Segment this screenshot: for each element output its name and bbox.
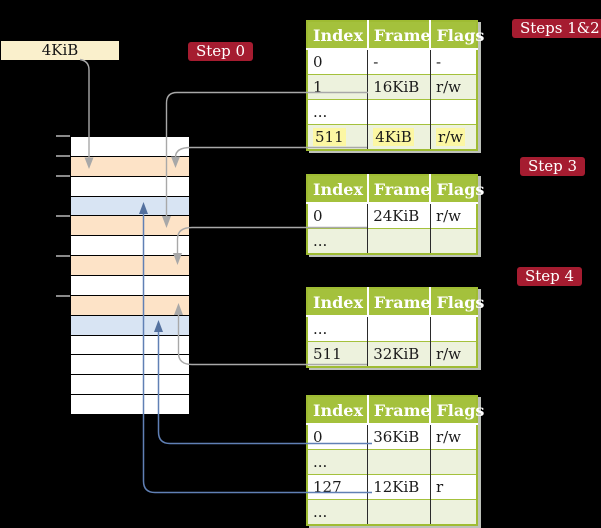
memory-row [71,156,189,177]
col-header-frame: Frame [366,396,431,425]
page-table-steps-1-2: Index Frame Flags 0 - - 1 16KiB r/w ... … [306,20,484,151]
table-row: ... [307,315,477,342]
table-row: ... [307,99,477,125]
table-header-row: Index Frame Flags [307,288,484,317]
table-header-row: Index Frame Flags [307,21,484,50]
highlighted-value: 511 [313,128,346,146]
table-header-row: Index Frame Flags [307,175,484,204]
memory-row [71,355,189,376]
page-table-final: Index Frame Flags 0 36KiB r/w ... 127 12… [306,395,484,526]
memory-row [71,196,189,217]
memory-row [71,256,189,277]
col-header-frame: Frame [366,175,431,204]
memory-tick [56,155,70,157]
badge-steps-1-2: Steps 1&2 [512,19,601,38]
table-row: ... [307,449,477,475]
badge-step-3: Step 3 [520,157,586,176]
col-header-flags: Flags [429,175,484,204]
4kib-box-label: 4KiB [41,41,79,59]
table-row: 0 24KiB r/w [307,202,477,229]
memory-tick [56,255,70,257]
table-row-highlighted: 511 4KiB r/w [307,124,477,150]
col-header-flags: Flags [429,396,484,425]
memory-row [71,375,189,396]
table-row: 1 16KiB r/w [307,74,477,100]
physical-memory-column [70,136,190,415]
memory-row [71,315,189,336]
memory-row [71,176,189,197]
highlighted-value: r/w [435,128,466,146]
col-header-index: Index [307,21,368,50]
4kib-box: 4KiB [1,41,119,60]
col-header-index: Index [307,396,368,425]
col-header-frame: Frame [366,21,431,50]
memory-row [71,236,189,257]
highlighted-value: 4KiB [373,128,414,146]
memory-row [71,335,189,356]
table-header-row: Index Frame Flags [307,396,484,425]
memory-row [71,216,189,237]
memory-tick [56,215,70,217]
memory-tick [56,135,70,137]
col-header-frame: Frame [366,288,431,317]
memory-row [71,295,189,316]
badge-step-4: Step 4 [517,267,583,286]
memory-row [71,137,189,157]
table-row: 0 36KiB r/w [307,423,477,450]
col-header-index: Index [307,288,368,317]
table-row: 0 - - [307,48,477,75]
memory-tick [56,175,70,177]
col-header-index: Index [307,175,368,204]
page-table-step-3: Index Frame Flags 0 24KiB r/w ... [306,174,484,255]
memory-tick [56,295,70,297]
table-row: ... [307,499,477,525]
table-row: ... [307,228,477,254]
col-header-flags: Flags [429,288,484,317]
page-table-step-4: Index Frame Flags ... 511 32KiB r/w [306,287,484,368]
memory-row [71,276,189,296]
memory-row [71,395,189,415]
table-row: 127 12KiB r [307,474,477,500]
badge-step-0: Step 0 [188,42,254,61]
table-row: 511 32KiB r/w [307,341,477,367]
col-header-flags: Flags [429,21,484,50]
